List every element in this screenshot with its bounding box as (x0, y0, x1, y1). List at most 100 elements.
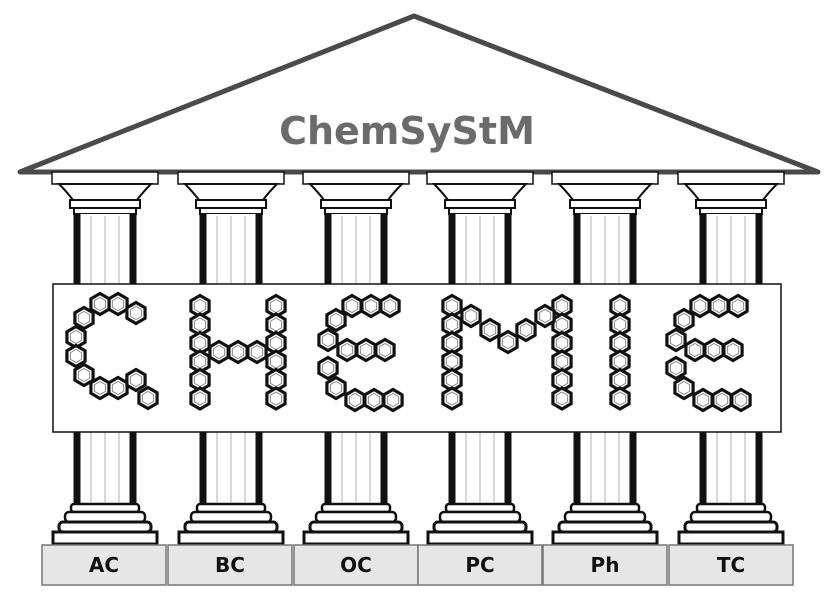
benzene-inner-ring (613, 354, 627, 369)
column-neck-ring (69, 199, 141, 209)
benzene-inner-ring (321, 332, 335, 348)
benzene-inner-ring (555, 298, 569, 314)
benzene-inner-ring (555, 335, 569, 351)
benzene-ring (609, 349, 631, 374)
benzene-inner-ring (193, 298, 207, 314)
column-neck-ring (448, 207, 512, 215)
benzene-inner-ring (383, 298, 397, 314)
benzene-inner-ring (111, 296, 125, 312)
benzene-ring (497, 329, 519, 355)
benzene-ring (325, 375, 347, 401)
pillar-base-block (542, 544, 668, 586)
letter-e (317, 293, 404, 413)
benzene-inner-ring (386, 392, 400, 408)
benzene-inner-ring (677, 312, 691, 328)
column-capital-slab (51, 171, 159, 185)
column-plinth (51, 530, 159, 546)
column-plinth (551, 530, 659, 546)
benzene-ring (551, 349, 573, 374)
benzene-ring (137, 385, 159, 411)
benzene-inner-ring (445, 354, 459, 369)
benzene-ring (189, 312, 211, 337)
benzene-ring (730, 387, 752, 413)
benzene-ring (382, 387, 404, 413)
pillar-label: Ph (591, 553, 620, 577)
benzene-inner-ring (555, 391, 569, 406)
benzene-inner-ring (77, 367, 91, 383)
pillar-label: TC (717, 553, 745, 577)
benzene-ring (609, 367, 631, 393)
column-neck-ring (199, 207, 263, 215)
benzene-ring (317, 355, 339, 381)
pillar-base-6: TC (668, 544, 794, 586)
banner-panel (52, 283, 782, 433)
benzene-ring (336, 337, 358, 363)
benzene-ring (692, 387, 714, 413)
benzene-inner-ring (555, 317, 569, 332)
benzene-inner-ring (111, 380, 125, 396)
benzene-ring (89, 291, 111, 317)
benzene-inner-ring (613, 335, 627, 351)
column-neck-ring (195, 199, 267, 209)
benzene-inner-ring (345, 298, 359, 314)
column-plinth (677, 530, 785, 546)
benzene-inner-ring (93, 296, 107, 312)
benzene-inner-ring (715, 392, 729, 408)
benzene-inner-ring (688, 342, 702, 358)
column-capital (307, 183, 405, 201)
column-capital (682, 183, 780, 201)
roof-triangle (17, 13, 821, 175)
benzene-ring (125, 300, 147, 326)
column-neck-ring (695, 199, 767, 209)
benzene-inner-ring (329, 380, 343, 396)
letter-c (65, 291, 159, 411)
benzene-ring (460, 303, 482, 329)
benzene-inner-ring (555, 354, 569, 369)
benzene-inner-ring (501, 334, 515, 350)
benzene-ring (515, 317, 537, 343)
banner-word (65, 291, 752, 413)
column-capital-slab (677, 171, 785, 185)
benzene-inner-ring (193, 372, 207, 388)
benzene-inner-ring (193, 317, 207, 332)
benzene-ring (360, 293, 382, 319)
benzene-ring (265, 312, 287, 337)
benzene-ring (441, 367, 463, 393)
benzene-inner-ring (141, 390, 155, 406)
roof: ChemSyStM (17, 13, 821, 175)
pillar-label: AC (89, 553, 119, 577)
column-neck-ring (320, 199, 392, 209)
benzene-ring (227, 339, 249, 365)
benzene-ring (727, 293, 749, 319)
benzene-ring (673, 307, 695, 333)
benzene-ring (441, 386, 463, 411)
benzene-ring (317, 327, 339, 353)
benzene-inner-ring (519, 322, 533, 338)
benzene-inner-ring (364, 298, 378, 314)
benzene-ring (65, 324, 87, 350)
column-capital-slab (302, 171, 410, 185)
benzene-inner-ring (707, 342, 721, 358)
benzene-inner-ring (712, 298, 726, 314)
benzene-ring (665, 355, 687, 381)
benzene-ring (89, 375, 111, 401)
benzene-inner-ring (613, 317, 627, 332)
benzene-ring (374, 337, 396, 363)
pillar-base-4: PC (417, 544, 543, 586)
benzene-ring (551, 312, 573, 337)
benzene-inner-ring (212, 344, 226, 360)
pillar-2 (177, 171, 285, 546)
benzene-ring (684, 337, 706, 363)
letter-m (441, 293, 573, 411)
benzene-inner-ring (329, 312, 343, 328)
benzene-ring (711, 387, 733, 413)
column-plinth (302, 530, 410, 546)
benzene-inner-ring (483, 322, 497, 338)
benzene-ring (189, 386, 211, 411)
letter-i (609, 293, 631, 411)
benzene-ring (107, 375, 129, 401)
benzene-inner-ring (340, 342, 354, 358)
benzene-ring (441, 349, 463, 374)
benzene-inner-ring (445, 335, 459, 351)
